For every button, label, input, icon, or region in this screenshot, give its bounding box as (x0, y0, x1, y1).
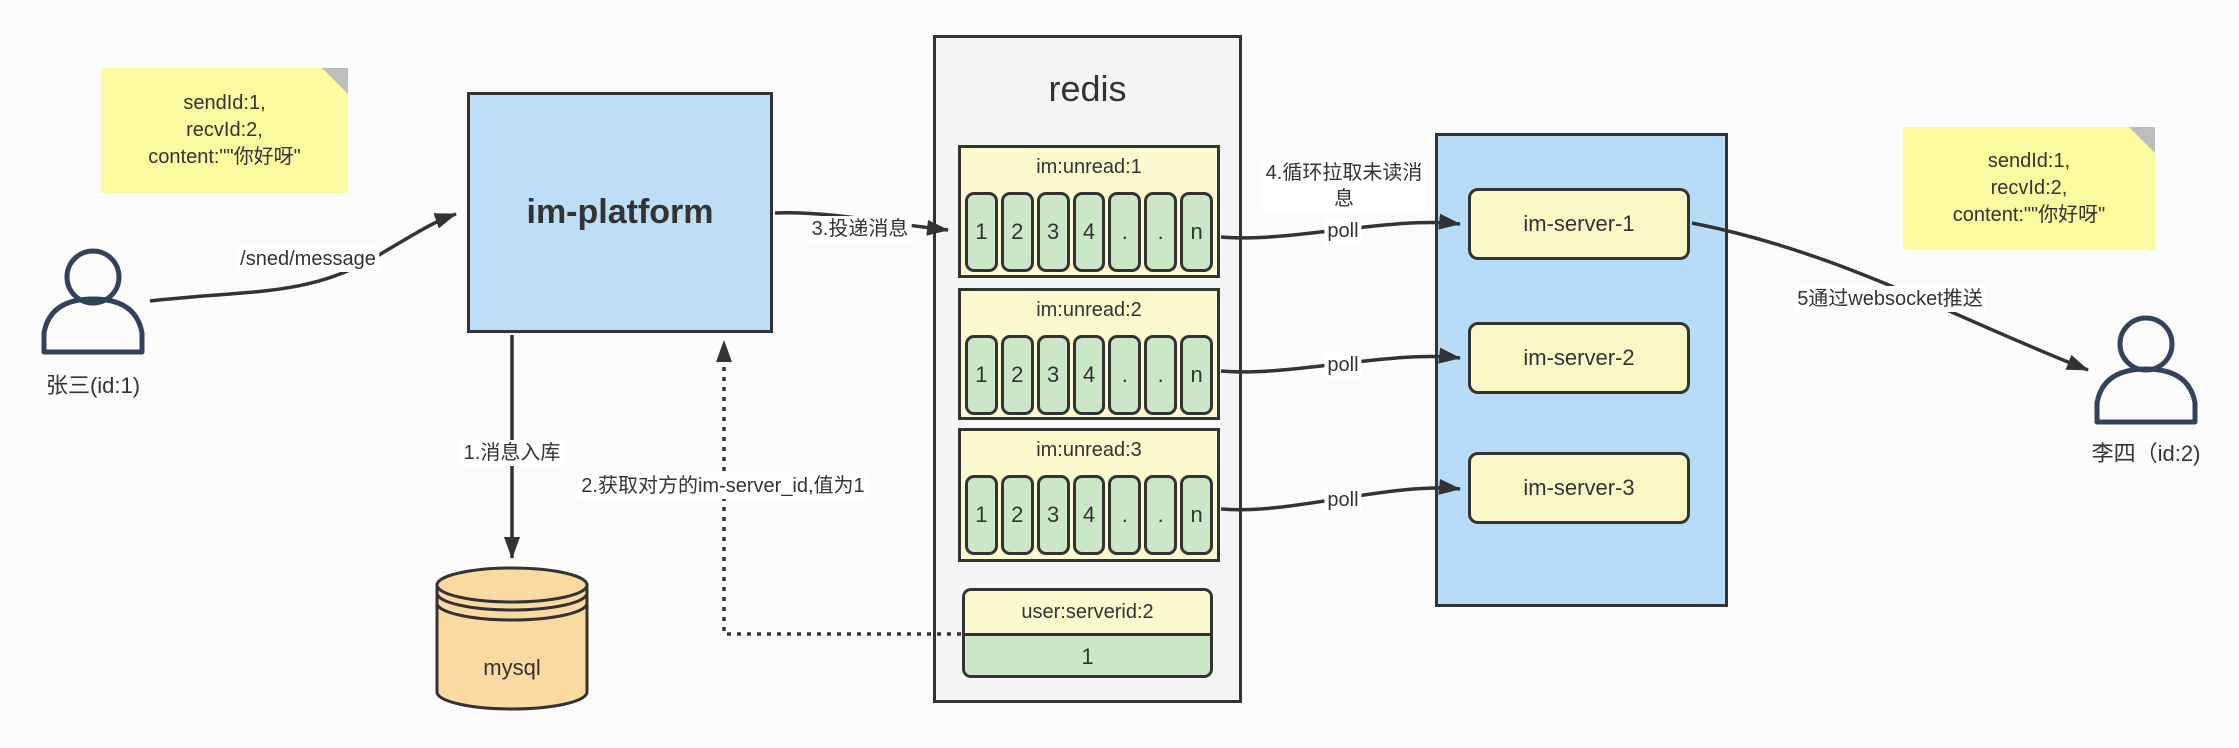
queue-cells: 1 2 3 4 . . n (965, 335, 1214, 415)
queue-cell: . (1108, 192, 1142, 272)
queue-cell: 3 (1036, 475, 1070, 555)
mysql-cylinder-icon (435, 566, 589, 711)
queue-cell: . (1144, 192, 1178, 272)
label-step4-line2: 息 (1334, 188, 1354, 210)
person-icon-sender (41, 248, 145, 355)
queue-cell: 1 (965, 335, 998, 415)
label-step2: 2.获取对方的im-server_id,值为1 (578, 473, 868, 499)
queue-cell: 4 (1072, 475, 1106, 555)
queue-cell: n (1180, 192, 1214, 272)
queue-header: im:unread:3 (1036, 439, 1142, 461)
queue-header: im:unread:2 (1036, 299, 1142, 321)
queue-cell: n (1180, 475, 1214, 555)
queue-cell: . (1108, 335, 1142, 415)
queue-cell: n (1180, 335, 1214, 415)
queue-cell: . (1108, 475, 1142, 555)
im-server-1-box: im-server-1 (1468, 188, 1690, 260)
note-fold-corner (2129, 127, 2155, 153)
label-send-message: /sned/message (237, 246, 379, 272)
note-fold-corner (322, 68, 348, 94)
queue-cell: 4 (1072, 192, 1106, 272)
label-step3: 3.投递消息 (808, 216, 912, 242)
im-platform-box: im-platform (467, 92, 773, 333)
queue-cell: 2 (1000, 475, 1034, 555)
person-icon-receiver (2094, 315, 2198, 425)
queue-cell: 2 (1000, 192, 1034, 272)
queue-cell: . (1144, 475, 1178, 555)
label-poll-2: poll (1324, 352, 1362, 378)
receiver-label: 李四（id:2) (2091, 441, 2201, 466)
kv-header: user:serverid:2 (965, 591, 1210, 636)
queue-im-unread-1: im:unread:1 1 2 3 4 . . n (958, 145, 1220, 278)
queue-header: im:unread:1 (1036, 156, 1142, 178)
note-line: sendId:1, (183, 92, 266, 114)
note-line: recvId:2, (186, 119, 263, 141)
queue-cells: 1 2 3 4 . . n (965, 475, 1214, 555)
sticky-note-sender: sendId:1, recvId:2, content:""你好呀" (101, 68, 348, 193)
label-step1: 1.消息入库 (460, 440, 564, 466)
note-line: content:""你好呀" (1952, 204, 2106, 226)
kv-value: 1 (965, 636, 1210, 675)
redis-title: redis (1048, 68, 1127, 109)
queue-im-unread-2: im:unread:2 1 2 3 4 . . n (958, 288, 1220, 420)
queue-im-unread-3: im:unread:3 1 2 3 4 . . n (958, 428, 1220, 562)
label-step5: 5通过websocket推送 (1794, 286, 1986, 312)
queue-cell: 1 (965, 192, 998, 272)
label-step4-line1: 4.循环拉取未读消 (1265, 162, 1423, 184)
note-line: content:""你好呀" (148, 146, 301, 168)
sender-label: 张三(id:1) (45, 373, 141, 398)
queue-cell: 3 (1036, 192, 1070, 272)
sticky-note-receiver: sendId:1, recvId:2, content:""你好呀" (1903, 127, 2155, 250)
note-line: recvId:2, (1990, 177, 2068, 199)
queue-cell: 3 (1036, 335, 1070, 415)
queue-cell: 1 (965, 475, 998, 555)
queue-cells: 1 2 3 4 . . n (965, 192, 1214, 272)
note-line: sendId:1, (1987, 150, 2071, 172)
im-server-1-label: im-server-1 (1523, 211, 1635, 236)
im-server-2-box: im-server-2 (1468, 322, 1690, 394)
mysql-label: mysql (483, 655, 541, 680)
label-step4: 4.循环拉取未读消 息 (1262, 160, 1426, 212)
im-platform-label: im-platform (526, 193, 714, 231)
im-server-3-label: im-server-3 (1523, 475, 1635, 500)
queue-cell: 4 (1072, 335, 1106, 415)
im-server-2-label: im-server-2 (1523, 345, 1635, 370)
label-poll-3: poll (1324, 487, 1362, 513)
queue-cell: . (1144, 335, 1178, 415)
label-poll-1: poll (1324, 218, 1362, 244)
im-server-3-box: im-server-3 (1468, 452, 1690, 524)
queue-cell: 2 (1000, 335, 1034, 415)
kv-user-serverid: user:serverid:2 1 (962, 588, 1213, 678)
